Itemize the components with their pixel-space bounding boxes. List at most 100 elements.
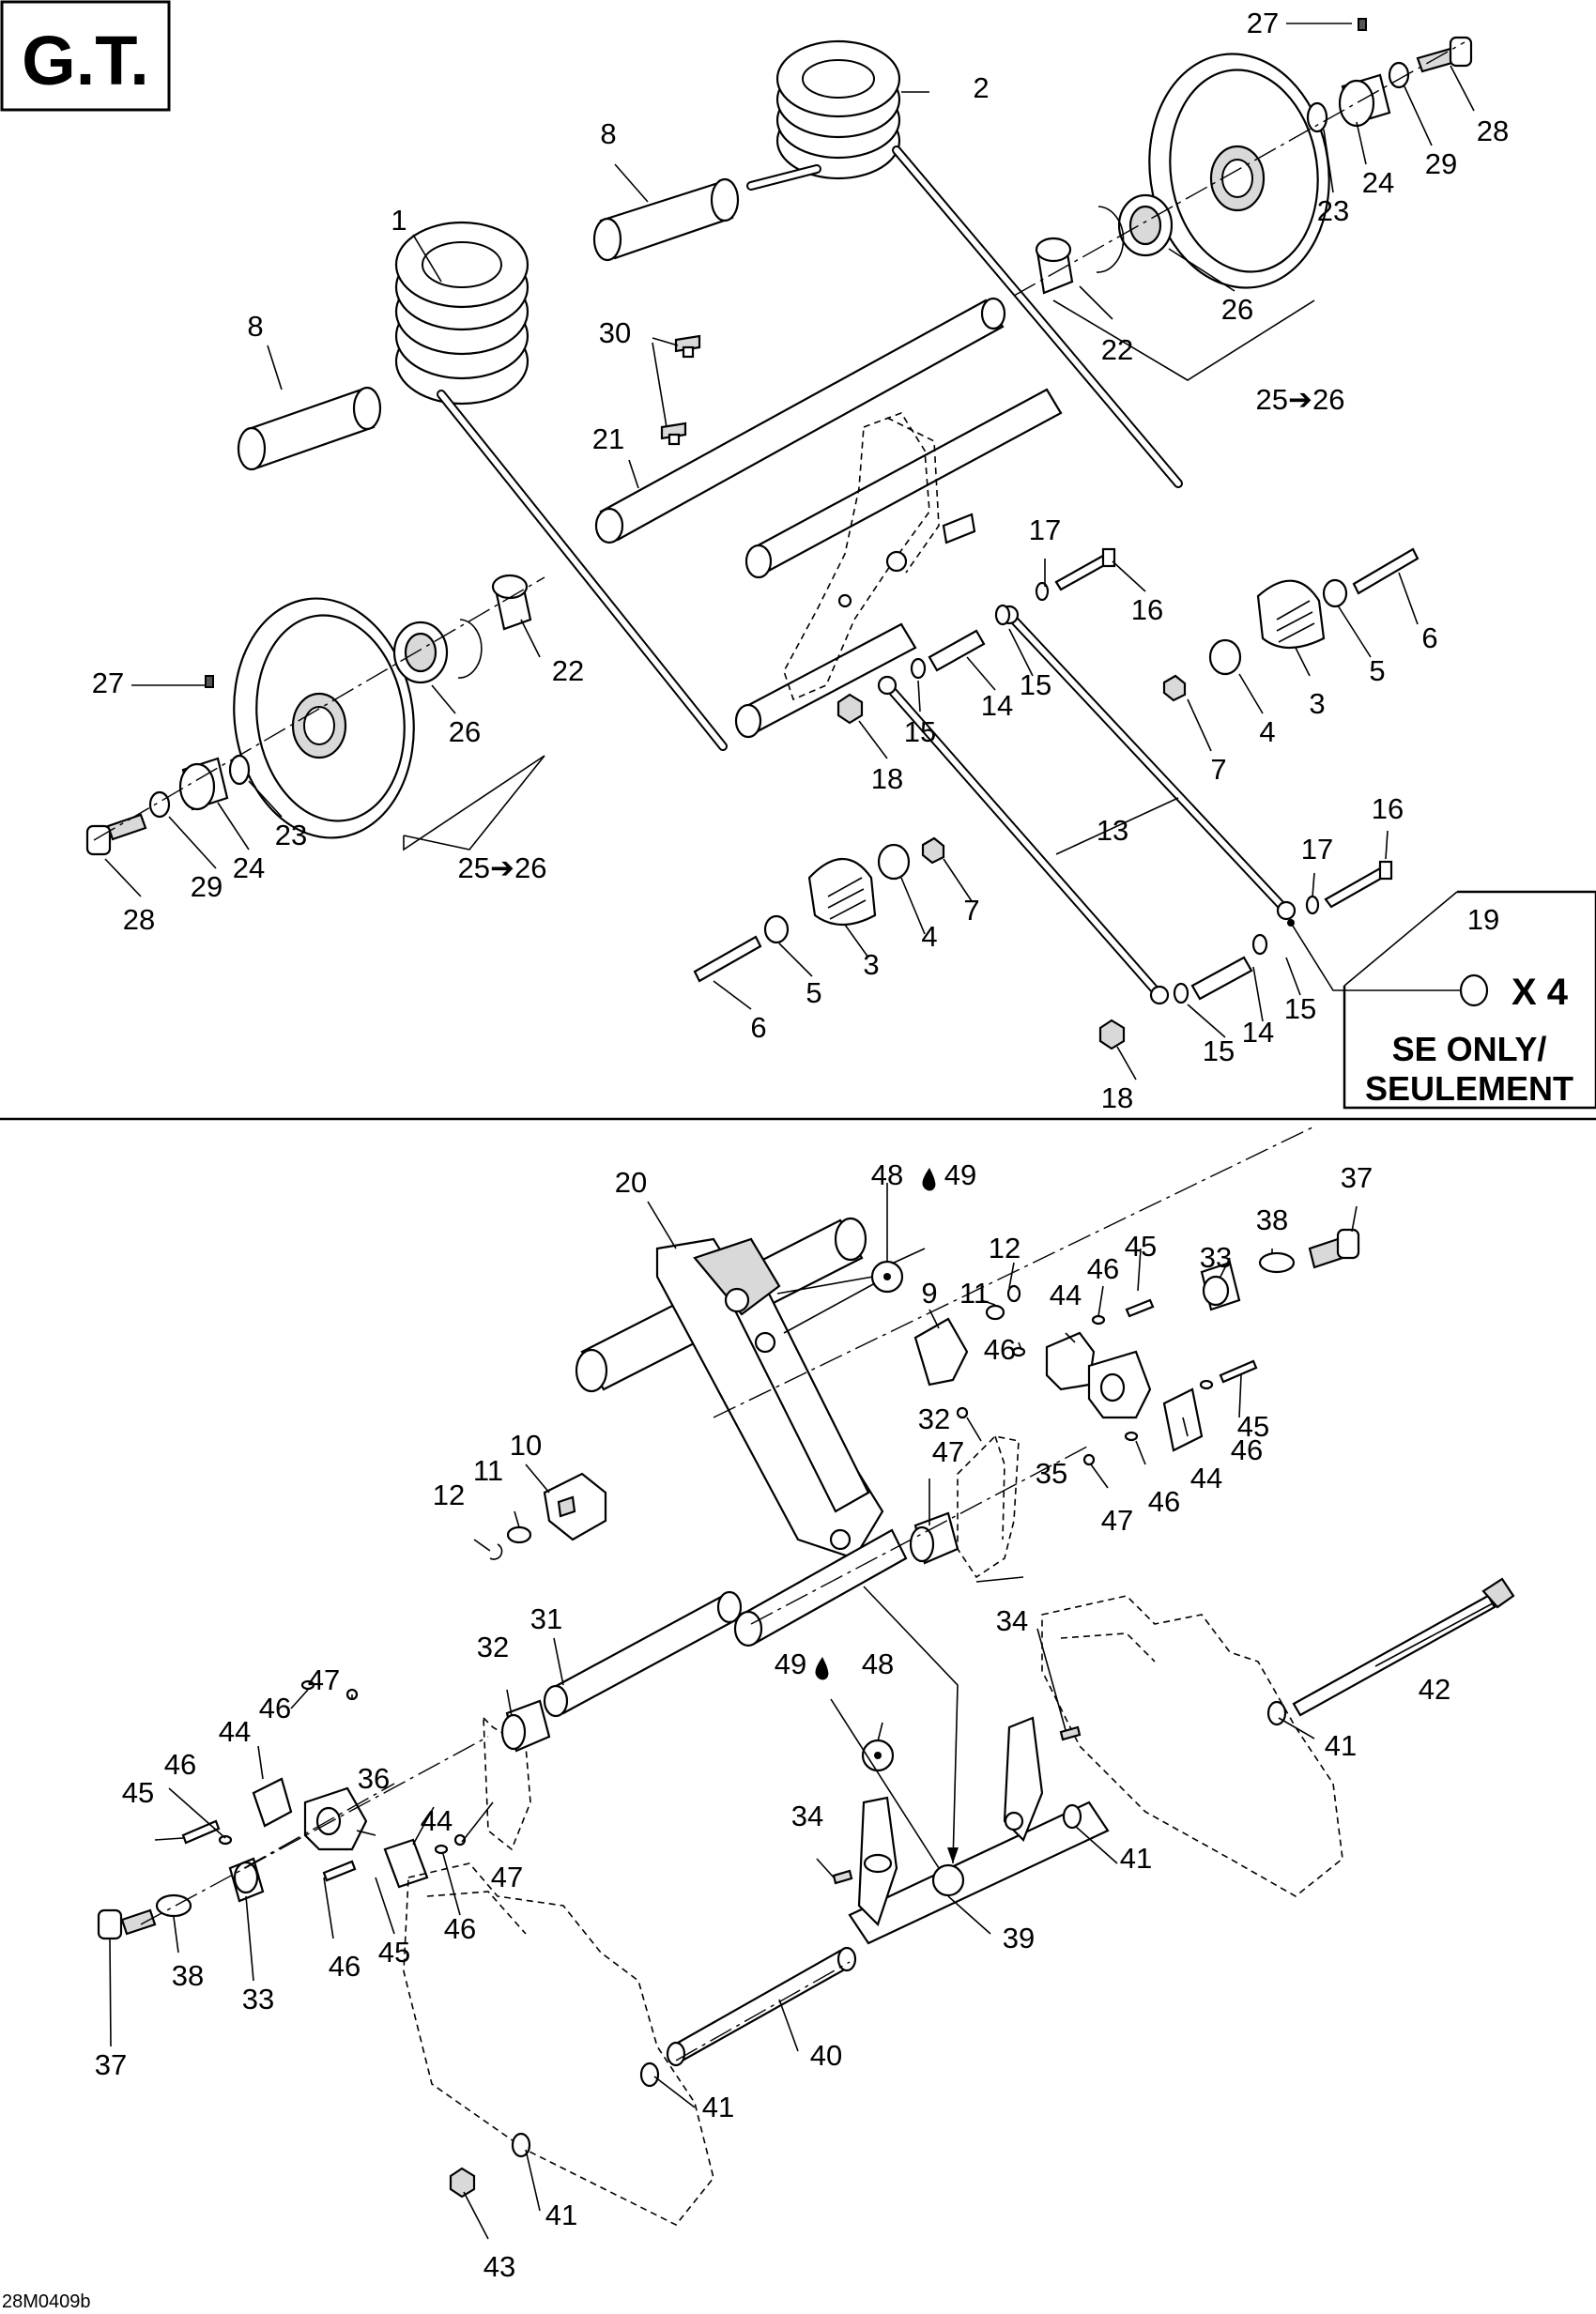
callout: 17	[1301, 833, 1333, 866]
callout: 41	[702, 2091, 734, 2123]
callout: 1	[391, 204, 407, 237]
callout: 9	[921, 1277, 937, 1310]
callout: 3	[863, 948, 879, 981]
shaft-21	[594, 297, 1006, 544]
pins-34	[832, 1725, 1082, 1885]
callout: 39	[1003, 1922, 1035, 1954]
callout: 17	[1029, 513, 1061, 546]
callout: 46	[1087, 1252, 1119, 1285]
callout: 12	[989, 1232, 1021, 1264]
callout: 40	[810, 2039, 842, 2072]
callout: 45	[1125, 1230, 1157, 1263]
callout: 35	[1036, 1457, 1067, 1490]
roller-block-cluster-right	[913, 1228, 1360, 1466]
callout: 2	[973, 71, 989, 104]
callout: 37	[95, 2048, 127, 2081]
se-note-line1: SE ONLY/	[1392, 1030, 1547, 1068]
callout: 49	[944, 1158, 976, 1191]
link-hardware-lower	[1098, 860, 1393, 1050]
callout: 41	[1325, 1729, 1357, 1762]
stopper-left-assembly	[693, 836, 945, 983]
title-box: G.T.	[0, 0, 171, 112]
callout: 41	[1120, 1842, 1152, 1875]
bushing-upper	[592, 177, 740, 262]
callout: 23	[1317, 194, 1349, 227]
callout: 15	[1284, 992, 1316, 1025]
callout: 47	[1101, 1504, 1133, 1537]
callout: 23	[275, 819, 307, 851]
callout: 21	[592, 422, 624, 455]
callout: 46	[444, 1912, 476, 1945]
callout: 10	[510, 1429, 542, 1462]
se-note-part-number: 19	[1467, 903, 1499, 936]
chassis-rails	[403, 1595, 1343, 2227]
shaft-31	[543, 1590, 743, 1718]
oil-drop-icon	[922, 1168, 936, 1191]
callout: 16	[1131, 593, 1163, 626]
link-hardware-upper	[836, 547, 1116, 725]
callout: 24	[1362, 166, 1394, 199]
callouts-top: 1 2 8 8 27 28 29 23 24 26 22 25➔26 30 21…	[92, 7, 1509, 1114]
callout: 45	[1237, 1410, 1269, 1443]
callout: 15	[1020, 668, 1051, 701]
callout: 5	[1369, 654, 1385, 687]
callout: 28	[1477, 115, 1509, 147]
callout: 4	[1259, 715, 1275, 748]
callout: 45	[378, 1936, 410, 1969]
bracket-dashed-left	[483, 1715, 531, 1851]
link-rods	[877, 605, 1297, 1005]
callout: 24	[233, 851, 265, 884]
callout: 4	[921, 920, 937, 953]
bushing-lower-left	[237, 386, 382, 471]
callout: 7	[1210, 753, 1226, 786]
callout: 11	[473, 1454, 503, 1487]
callout: 36	[358, 1762, 390, 1795]
upper-assembly-drawing: 19 X 4 SE ONLY/ SEULEMENT	[85, 18, 1596, 1110]
callout: 15	[1203, 1034, 1235, 1067]
callout: 43	[483, 2250, 515, 2283]
callout: 11	[959, 1277, 990, 1310]
callout: 31	[530, 1602, 562, 1635]
shaft-40	[449, 1946, 857, 2199]
idler-wheel-right	[1013, 18, 1473, 381]
callout: 26	[449, 715, 481, 748]
screws-30	[660, 334, 701, 446]
callout: 15	[904, 715, 936, 748]
reference-code: 28M0409b	[2, 2291, 91, 2312]
callout: 42	[1419, 1673, 1450, 1706]
callout: 45	[122, 1776, 154, 1809]
oil-drop-icon	[815, 1657, 829, 1680]
callout: 6	[1421, 621, 1437, 654]
callout: 30	[599, 316, 631, 349]
cross-shaft-39	[848, 1716, 1110, 1945]
se-note-line2: SEULEMENT	[1365, 1069, 1573, 1108]
se-only-note: 19 X 4 SE ONLY/ SEULEMENT	[1287, 890, 1596, 1110]
callout: 6	[750, 1011, 766, 1044]
callout: 26	[1221, 293, 1253, 326]
callout: 8	[247, 310, 263, 343]
callout: 38	[1256, 1203, 1288, 1236]
grease-fitting-upper	[776, 1248, 926, 1334]
callout: 32	[477, 1631, 509, 1663]
pivot-arm-bracket	[783, 412, 976, 701]
callout: 46	[164, 1748, 196, 1781]
callout: 12	[433, 1479, 465, 1511]
stopper-right-assembly	[1162, 547, 1420, 702]
callout: 16	[1372, 792, 1404, 825]
callout: 44	[1190, 1462, 1222, 1494]
callout: 22	[1101, 333, 1133, 366]
callout: 7	[963, 894, 979, 927]
spring-right	[746, 39, 1183, 488]
callout: 25➔26	[1256, 383, 1345, 416]
callout: 32	[918, 1402, 950, 1435]
callout: 20	[615, 1166, 647, 1199]
callout: 8	[600, 117, 616, 150]
callout: 47	[308, 1663, 340, 1696]
lower-assembly-drawing	[97, 1126, 1515, 2227]
se-note-quantity: X 4	[1512, 972, 1569, 1013]
callout-leaders	[104, 23, 1494, 2240]
grease-fitting-lower	[830, 1586, 965, 1897]
callout: 34	[791, 1800, 823, 1832]
callout: 18	[871, 762, 903, 795]
callout: 3	[1309, 687, 1325, 720]
